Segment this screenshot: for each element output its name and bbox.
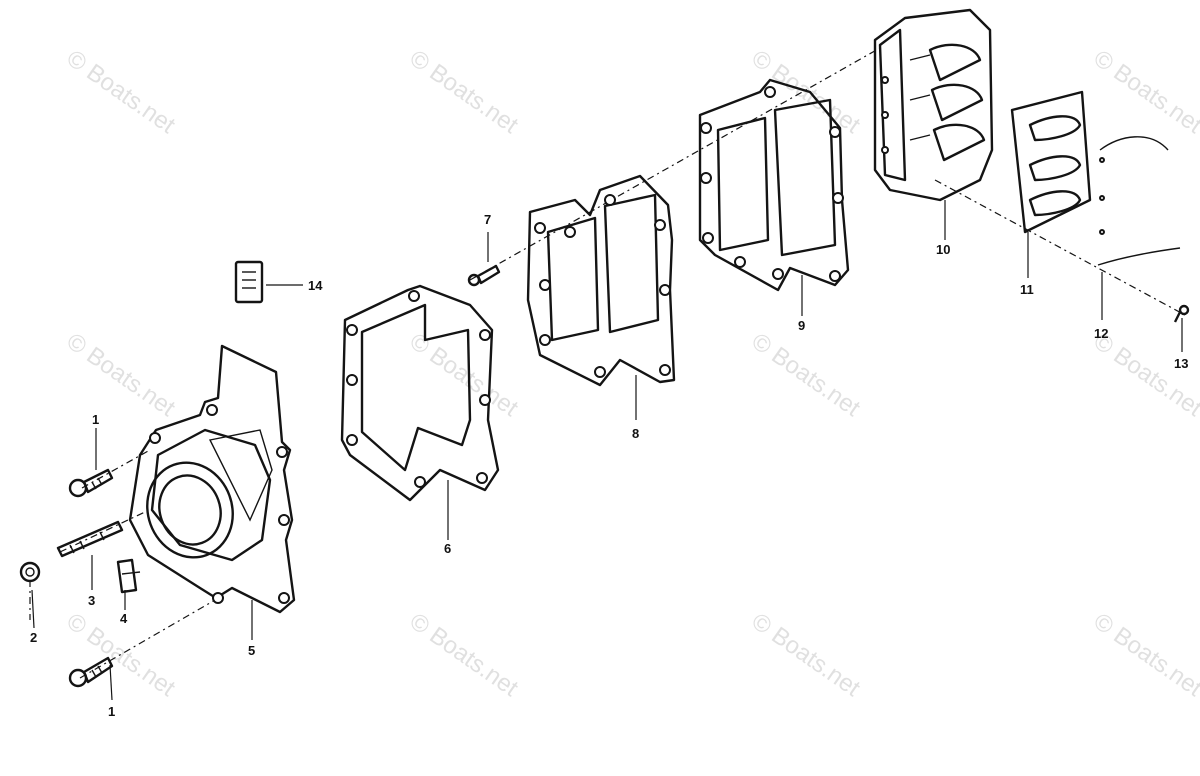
reed-plate-part-8: [526, 174, 676, 387]
watermark-layer: © Boats.net © Boats.net © Boats.net © Bo…: [62, 45, 1200, 702]
callout-labels: 1 1 2 3 4 5 6 7 8 9 10 11 12 13 14: [30, 212, 1188, 719]
callout-13: 13: [1174, 356, 1188, 371]
reed-block-part-10: [873, 8, 994, 202]
screw-part-1-lower: [68, 656, 114, 688]
reed-petals-part-11: [1010, 90, 1092, 234]
reed-stop-part-12: [1097, 136, 1181, 266]
nut-part-2: [19, 561, 41, 583]
callout-14: 14: [308, 278, 323, 293]
watermark: © Boats.net: [1089, 45, 1200, 139]
callout-11: 11: [1020, 282, 1034, 297]
watermark: © Boats.net: [405, 45, 524, 139]
watermark: © Boats.net: [405, 328, 524, 422]
watermark: © Boats.net: [62, 328, 181, 422]
callout-3: 3: [88, 593, 95, 608]
clip-part-4: [116, 558, 141, 594]
callout-2: 2: [30, 630, 37, 645]
watermark: © Boats.net: [747, 328, 866, 422]
callout-8: 8: [632, 426, 639, 441]
callout-4: 4: [120, 611, 128, 626]
callout-10: 10: [936, 242, 950, 257]
gasket-part-9: [698, 78, 850, 292]
watermark: © Boats.net: [405, 608, 524, 702]
callout-12: 12: [1094, 326, 1108, 341]
callout-9: 9: [798, 318, 805, 333]
screw-part-13: [1173, 304, 1190, 323]
callout-5: 5: [248, 643, 255, 658]
screw-part-1-upper: [68, 468, 114, 498]
manifold-plate-part-5: [128, 344, 296, 614]
watermark: © Boats.net: [1089, 328, 1200, 422]
leader-lines: [31, 200, 1183, 701]
assembly-lines: [29, 47, 1186, 679]
callout-7: 7: [484, 212, 491, 227]
screw-part-7: [467, 264, 501, 287]
watermark: © Boats.net: [1089, 608, 1200, 702]
callout-1-upper: 1: [92, 412, 99, 427]
decal-part-14: [234, 260, 264, 304]
watermark: © Boats.net: [747, 608, 866, 702]
callout-6: 6: [444, 541, 451, 556]
stud-part-3: [56, 520, 124, 558]
gasket-part-6: [340, 284, 500, 502]
callout-1-lower: 1: [108, 704, 115, 719]
watermark: © Boats.net: [62, 45, 181, 139]
